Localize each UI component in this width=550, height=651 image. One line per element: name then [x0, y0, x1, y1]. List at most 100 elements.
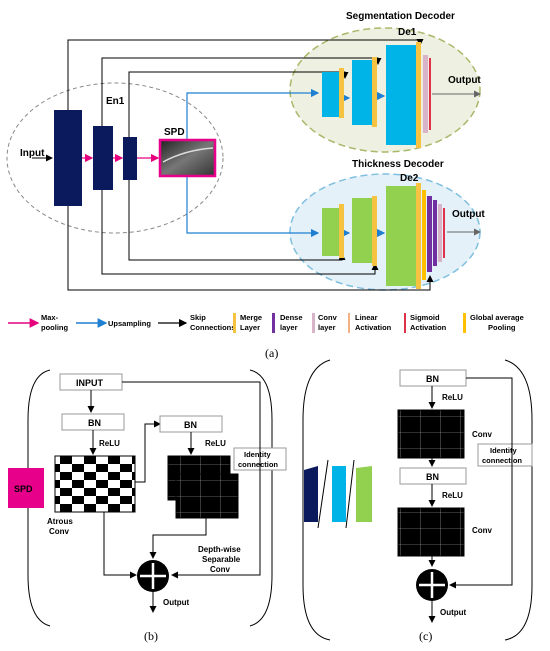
green-block-icon	[356, 466, 372, 522]
dwconv-label-l3: Conv	[210, 565, 231, 574]
relu-label-1: ReLU	[99, 439, 120, 448]
en1-label: En1	[106, 96, 125, 107]
dwconv-label-l2: Separable	[202, 555, 241, 564]
c-sum-plus-icon	[419, 572, 445, 598]
c-identity-label-l1: Identity	[490, 446, 517, 455]
legend-sigmoid-l2: Activation	[410, 323, 447, 332]
c-relu-label-2: ReLU	[442, 491, 463, 500]
legend-gap-l1: Global average	[470, 313, 524, 322]
seg-sigmoid	[429, 58, 431, 130]
atrous-conv-block	[54, 455, 136, 513]
legend-conv-l2: layer	[318, 323, 336, 332]
seg-conv-1	[322, 72, 339, 117]
c-bn-box-1-label: BN	[426, 374, 439, 384]
identity-label-l2: connection	[238, 460, 278, 469]
caption-c: (c)	[419, 629, 432, 643]
sum-plus-icon	[140, 563, 166, 589]
legend-sigmoid-l1: Sigmoid	[410, 313, 440, 322]
legend-merge-l2: Layer	[240, 323, 260, 332]
c-output-label: Output	[440, 608, 467, 617]
legend-merge-l1: Merge	[240, 313, 262, 322]
thick-merge-1	[339, 204, 344, 258]
legend-upsampling: Upsampling	[108, 319, 151, 328]
thick-conv-2	[352, 198, 372, 263]
legend-linear-l2: Activation	[355, 323, 392, 332]
panel-c-right-bracket	[504, 359, 533, 641]
thickness-decoder-title: Thickness Decoder	[352, 159, 444, 170]
spd-module-label: SPD	[14, 484, 33, 494]
thick-merge-2	[372, 196, 377, 266]
panel-c: BN ReLU Conv BN ReLU Conv Identity conne…	[302, 359, 533, 641]
encoder-block-1	[54, 110, 82, 206]
legend-dense-l1: Dense	[280, 313, 303, 322]
c-identity-path	[449, 377, 513, 589]
thick-merge-3	[416, 183, 421, 289]
seg-merge-1	[339, 68, 344, 118]
legend-gap-swatch	[463, 313, 466, 333]
spd-label: SPD	[164, 127, 185, 138]
dwconv-to-sum-arrow	[149, 518, 207, 559]
divider-slash-2	[345, 459, 355, 529]
thick-dense-2	[433, 200, 437, 266]
caption-a: (a)	[265, 346, 278, 360]
encoder-block-2	[93, 126, 113, 190]
encoder-block-3	[123, 137, 137, 180]
de1-label: De1	[398, 27, 417, 38]
thick-conv-layer	[438, 204, 442, 262]
cyan-block-icon	[332, 466, 346, 522]
legend-skip-l1: Skip	[190, 313, 206, 322]
bn-box-1-label: BN	[88, 418, 101, 428]
legend-linear-swatch	[348, 313, 350, 333]
legend: Max- pooling Upsampling Skip Connections…	[8, 313, 524, 333]
seg-merge-3	[416, 42, 421, 148]
encoder-ellipse	[6, 82, 224, 234]
legend-conv-swatch	[312, 313, 315, 333]
legend-gap-l2: Pooling	[488, 323, 516, 332]
spd-texture	[162, 147, 214, 163]
c-bn-box-2	[399, 467, 467, 485]
atrous-label-l2: Conv	[49, 527, 70, 536]
thick-dense-1	[427, 196, 432, 272]
seg-conv-2	[352, 60, 372, 125]
divider-slash-1	[317, 459, 329, 529]
output-top-label: Output	[448, 75, 481, 86]
segmentation-decoder-title: Segmentation Decoder	[346, 11, 455, 22]
panel-a: Input En1 SPD Segmentation Decoder De1 O…	[6, 11, 485, 291]
dwconv-block-front	[175, 473, 239, 519]
legend-sigmoid-swatch	[404, 313, 406, 333]
c-conv-block-2	[397, 507, 465, 557]
c-bn-box-2-label: BN	[426, 472, 439, 482]
thick-gap	[422, 190, 426, 280]
c-identity-box	[477, 443, 533, 467]
caption-b: (b)	[144, 629, 158, 643]
legend-skip-l2: Connections	[190, 323, 235, 332]
seg-conv-layer	[423, 55, 428, 133]
atrous-to-sum-arrow	[103, 512, 137, 579]
atrous-label-l1: Atrous	[47, 517, 73, 526]
relu-label-2: ReLU	[205, 439, 226, 448]
seg-conv-3	[386, 45, 416, 145]
input-label: Input	[20, 148, 45, 159]
c-conv-block-1	[397, 409, 465, 459]
dwconv-label-l1: Depth-wise	[198, 545, 241, 554]
c-relu-label-1: ReLU	[442, 393, 463, 402]
legend-maxpool-l1: Max-	[41, 313, 59, 322]
output-bottom-label: Output	[452, 209, 485, 220]
upsampling-paths	[186, 88, 386, 238]
panel-c-left-bracket	[302, 359, 331, 641]
thick-conv-3	[386, 186, 416, 286]
de2-label: De2	[400, 173, 419, 184]
legend-merge-swatch	[233, 313, 236, 333]
thick-linear	[443, 208, 445, 258]
atrous-to-bn-arrow	[135, 420, 161, 483]
output-label-b: Output	[163, 598, 190, 607]
block-type-icons	[304, 459, 372, 529]
legend-linear-l1: Linear	[355, 313, 378, 322]
spd-block	[158, 138, 217, 178]
spd-module-block	[8, 468, 44, 508]
input-box-label: INPUT	[76, 378, 104, 388]
c-conv-label-1: Conv	[472, 430, 493, 439]
navy-block-icon	[304, 466, 318, 522]
identity-label-l1: Identity	[244, 450, 271, 459]
